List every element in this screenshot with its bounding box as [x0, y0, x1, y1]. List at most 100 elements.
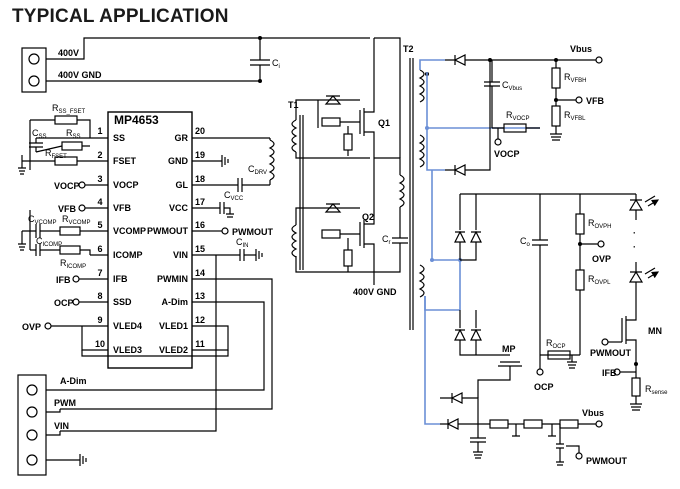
pin-icomp: ICOMP: [113, 250, 143, 260]
led-dot-2: ·: [633, 242, 636, 252]
rovph-label: ROVPH: [588, 218, 612, 230]
ovp-right-label: OVP: [592, 254, 611, 264]
ifb-port: IFB: [56, 275, 71, 285]
pin-num-3: 3: [97, 174, 102, 184]
cin-label: CIN: [236, 237, 249, 249]
pin-num-8: 8: [97, 291, 102, 301]
half-bridge: T1 Q1 Q2 Cr 400V GND: [288, 37, 408, 297]
pin-num-14: 14: [195, 268, 205, 278]
page-title: TYPICAL APPLICATION: [12, 6, 229, 27]
t2-transformer: T2: [403, 44, 429, 330]
pin-vled4: VLED4: [113, 321, 142, 331]
pin-adim: A-Dim: [162, 297, 189, 307]
conn-vin-label: VIN: [54, 421, 69, 431]
v400-label: 400V: [58, 48, 79, 58]
v400gnd-label: 400V GND: [58, 70, 102, 80]
rovpl-label: ROVPL: [588, 274, 611, 286]
pin-ssd: SSD: [113, 297, 132, 307]
ocp-bottom-label: OCP: [534, 382, 554, 392]
vbus-top-label: Vbus: [570, 44, 592, 54]
pin-gnd: GND: [168, 156, 189, 166]
input-connector: 400V 400V GND Ci: [21, 36, 370, 93]
cvcomp-label: CVCOMP: [28, 214, 57, 226]
pin-fset: FSET: [113, 156, 137, 166]
pin-num-13: 13: [195, 291, 205, 301]
pin-num-1: 1: [97, 126, 102, 136]
pin-pwmout: PWMOUT: [147, 226, 188, 236]
pin-num-6: 6: [97, 244, 102, 254]
co-label: Co: [520, 236, 531, 248]
led-dot-1: ·: [633, 228, 636, 238]
vbus-bottom-label: Vbus: [582, 408, 604, 418]
rocp-label: ROCP: [546, 338, 566, 350]
cdrv-label: CDRV: [248, 164, 267, 176]
pin-num-2: 2: [97, 150, 102, 160]
pin-vfb: VFB: [113, 203, 132, 213]
chip-right-pins: GR GND GL VCC PWMOUT VIN PWMIN A-Dim VLE…: [147, 126, 210, 355]
control-connector: A-Dim PWM VIN: [17, 374, 87, 476]
rfset-label: RFSET: [45, 148, 67, 160]
q2-label: Q2: [362, 212, 374, 222]
pin-num-18: 18: [195, 174, 205, 184]
ricomp-label: RICOMP: [60, 258, 86, 270]
pwmout-bottom-label: PWMOUT: [586, 456, 627, 466]
cicomp-label: CICOMP: [36, 236, 62, 248]
pin-vcc: VCC: [169, 203, 189, 213]
pin-num-20: 20: [195, 126, 205, 136]
q1-label: Q1: [378, 118, 390, 128]
rss-fset-label: RSS_FSET: [52, 103, 86, 115]
rsense-label: Rsense: [645, 384, 668, 396]
vocp-right-label: VOCP: [494, 149, 520, 159]
ci-top-label: Ci: [272, 58, 280, 70]
rss-label: RSS: [66, 128, 81, 140]
pin-vled2: VLED2: [159, 345, 188, 355]
pin-vled1: VLED1: [159, 321, 188, 331]
pin-vcomp: VCOMP: [113, 226, 146, 236]
pin-num-10: 10: [95, 339, 105, 349]
chip-right-network: CDRV CVCC PWMOUT CIN: [60, 137, 275, 432]
ifb-right-label: IFB: [602, 368, 617, 378]
mp-label: MP: [502, 344, 516, 354]
pin-vin: VIN: [173, 250, 188, 260]
ocp-port: OCP: [54, 298, 74, 308]
vbus-output: CVbus RVOCP VOCP Vbus RVFBH VFB RVFBL: [445, 44, 605, 176]
pin-num-12: 12: [195, 315, 205, 325]
pwmout-mn-label: PWMOUT: [590, 348, 631, 358]
mp4653-chip: MP4653: [107, 111, 193, 369]
left-network: RSS_FSET CSS RSS RFSET VOCP VFB CVCOMP R…: [18, 103, 91, 351]
pin-ifb: IFB: [113, 274, 128, 284]
pin-num-7: 7: [97, 268, 102, 278]
rvfbh-label: RVFBH: [564, 72, 587, 84]
css-label: CSS: [32, 128, 47, 140]
rvocp-label: RVOCP: [506, 110, 530, 122]
pin-num-15: 15: [195, 244, 205, 254]
pin-vocp: VOCP: [113, 180, 139, 190]
pin-gr: GR: [175, 133, 189, 143]
pin-num-16: 16: [195, 220, 205, 230]
t1-label: T1: [288, 100, 299, 110]
chip-name: MP4653: [114, 113, 159, 127]
pwmout-chip-port: PWMOUT: [232, 227, 273, 237]
pin-num-4: 4: [97, 197, 102, 207]
conn-pwm-label: PWM: [54, 398, 76, 408]
rvcomp-label: RVCOMP: [62, 214, 91, 226]
ovp-port: OVP: [22, 322, 41, 332]
chip-left-pins: SS FSET VOCP VFB VCOMP ICOMP IFB SSD VLE…: [90, 126, 146, 355]
led-bridge: Co ROVPH OVP ROVPL ROCP MP OCP · · MN: [454, 194, 668, 411]
pin-pwmin: PWMIN: [157, 274, 188, 284]
pin-num-5: 5: [97, 220, 102, 230]
pin-num-17: 17: [195, 197, 205, 207]
cvcc-label: CVCC: [224, 190, 244, 202]
pin-ss: SS: [113, 133, 125, 143]
conn-adim-label: A-Dim: [60, 376, 87, 386]
vfb-port: VFB: [58, 204, 77, 214]
bottom-aux-supply: Vbus PWMOUT: [440, 376, 627, 466]
cvbus-label: CVbus: [502, 80, 522, 92]
pin-num-9: 9: [97, 315, 102, 325]
cr-label: Cr: [382, 234, 391, 246]
pin-num-11: 11: [195, 339, 205, 349]
vfb-right-label: VFB: [586, 96, 605, 106]
pin-num-19: 19: [195, 150, 205, 160]
t2-label: T2: [403, 44, 414, 54]
